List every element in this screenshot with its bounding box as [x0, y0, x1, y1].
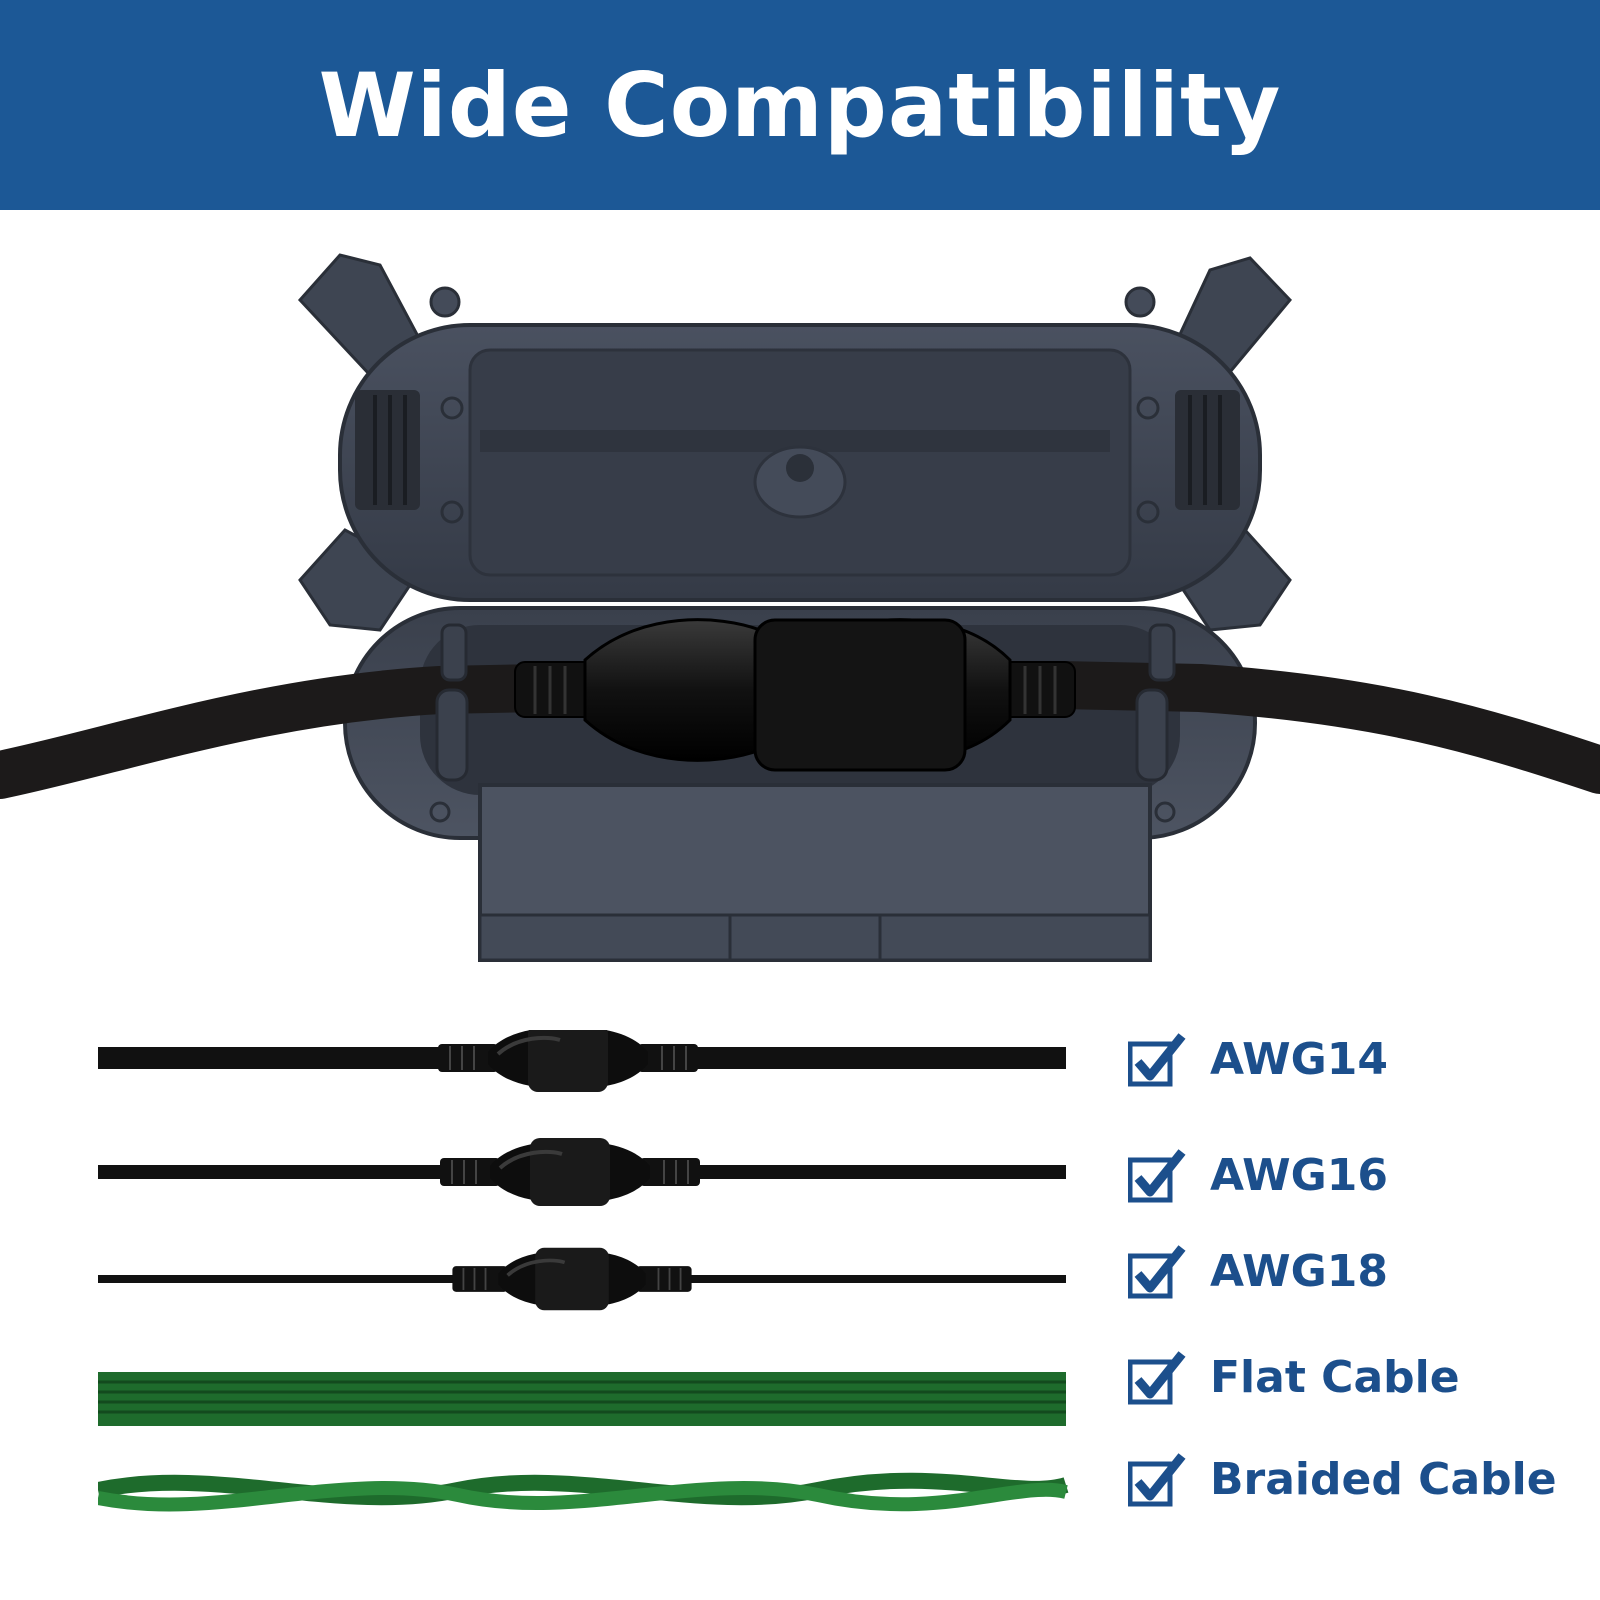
list-item-awg18: AWG18: [1128, 1242, 1388, 1300]
junction-box-icon: [0, 253, 1600, 962]
cable-samples: [98, 1030, 1069, 1512]
spec-label: AWG16: [1210, 1149, 1388, 1201]
checkbox-checked-icon: [1128, 1245, 1186, 1299]
spec-label: AWG18: [1210, 1245, 1388, 1297]
lid-grommet-right: [1175, 390, 1240, 510]
flat-cable-icon: [98, 1372, 1066, 1426]
list-item-awg14: AWG14: [1128, 1030, 1388, 1088]
page-title: Wide Compatibility: [318, 53, 1282, 157]
awg18-cable-icon: [98, 1245, 1066, 1313]
list-item-awg16: AWG16: [1128, 1146, 1388, 1204]
compatibility-list: AWG14 AWG16 AWG18 Flat Cable Braided Cab…: [1128, 1030, 1588, 1550]
lid-flap-top-left: [297, 253, 422, 377]
awg14-cable-icon: [98, 1030, 1066, 1094]
cord-left: [0, 664, 564, 799]
spec-label: AWG14: [1210, 1033, 1388, 1085]
checkbox-checked-icon: [1128, 1033, 1186, 1087]
checkbox-checked-icon: [1128, 1351, 1186, 1405]
braided-cable-icon: [98, 1472, 1069, 1512]
cord-right: [1036, 661, 1600, 794]
checkbox-checked-icon: [1128, 1149, 1186, 1203]
checkbox-checked-icon: [1128, 1453, 1186, 1507]
lid-grommet-left: [355, 390, 420, 510]
awg16-cable-icon: [98, 1136, 1066, 1208]
header-banner: Wide Compatibility: [0, 0, 1600, 210]
list-item-braided-cable: Braided Cable: [1128, 1450, 1557, 1508]
list-item-flat-cable: Flat Cable: [1128, 1348, 1460, 1406]
spec-label: Braided Cable: [1210, 1453, 1557, 1505]
spec-label: Flat Cable: [1210, 1351, 1460, 1403]
